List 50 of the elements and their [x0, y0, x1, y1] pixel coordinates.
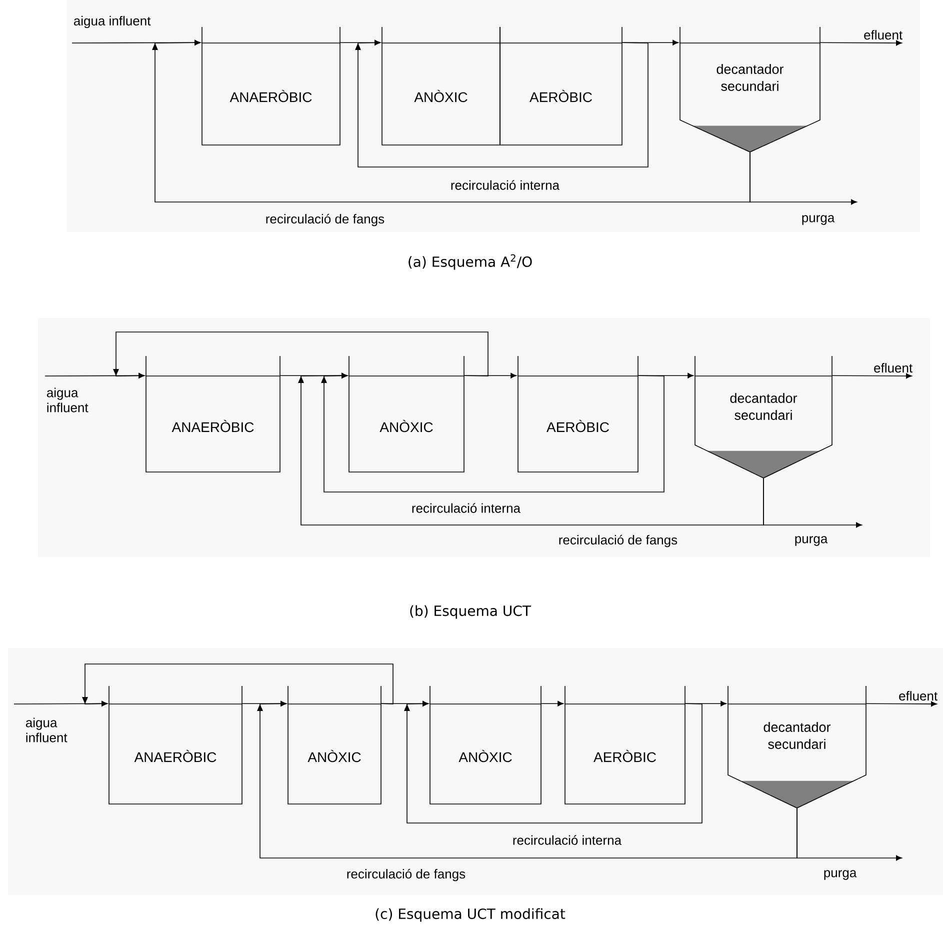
recirculation-arrow [321, 373, 664, 492]
reactor-tank: ANAERÒBIC [202, 26, 340, 146]
node-label: decantador secundari [764, 722, 831, 749]
flow-label: aigua influent [74, 16, 151, 28]
reactor-tank: ANÒXIC [430, 686, 542, 804]
edge-label: recirculació de fangs [557, 534, 679, 548]
caption: (c) Esquema UCT modificat [376, 908, 566, 922]
settling-tank: decantador secundari [728, 686, 866, 808]
reactor-tank: AERÒBIC [564, 686, 686, 804]
edge-label: recirculació interna [410, 502, 522, 514]
recirculation-arrow [113, 332, 488, 378]
flow-label: efluent [874, 363, 912, 373]
flow-label: efluent [899, 691, 938, 701]
arrow [685, 700, 727, 706]
edge-label: recirculació interna [511, 834, 623, 846]
reactor-tank: ANAERÒBIC [146, 356, 280, 472]
reactor-tank: ANÒXIC [348, 356, 464, 472]
recirculation-arrow [298, 373, 764, 526]
recirculation-arrow [152, 40, 750, 202]
reactor-tank: ANÒXIC [288, 686, 382, 804]
node-label: decantador secundari [716, 64, 784, 91]
recirculation-arrow [257, 701, 798, 858]
flow-label: purga [795, 536, 828, 546]
arrow [763, 478, 862, 528]
recirculation-arrow [404, 701, 702, 824]
reactor-tank: ANÒXIC [382, 26, 500, 146]
caption: (a) Esquema A$^{2}$/O [408, 254, 532, 270]
arrow [832, 373, 912, 379]
arrow [820, 40, 902, 46]
reactor-tank: AERÒBIC [500, 26, 622, 146]
reactor-tank: AERÒBIC [518, 356, 638, 472]
arrow [866, 701, 937, 707]
caption: (b) Esquema UCT [410, 605, 532, 619]
flow-label: aigua influent [26, 718, 68, 742]
flow-label: purga [824, 870, 857, 880]
recirculation-arrow [82, 664, 394, 706]
flow-label: purga [802, 215, 835, 225]
settling-tank: decantador secundari [680, 26, 820, 152]
flow-label: efluent [864, 30, 902, 40]
node-label: decantador secundari [730, 393, 798, 420]
edge-label: recirculació de fangs [264, 212, 386, 228]
recirculation-arrow [355, 40, 648, 168]
arrow [796, 808, 902, 861]
arrow [750, 152, 857, 205]
settling-tank: decantador secundari [694, 356, 832, 478]
edge-label: recirculació interna [449, 179, 561, 191]
reactor-tank: ANAERÒBIC [108, 686, 242, 804]
flow-label: aigua influent [46, 388, 88, 412]
edge-label: recirculació de fangs [345, 868, 467, 882]
arrow [541, 700, 564, 706]
